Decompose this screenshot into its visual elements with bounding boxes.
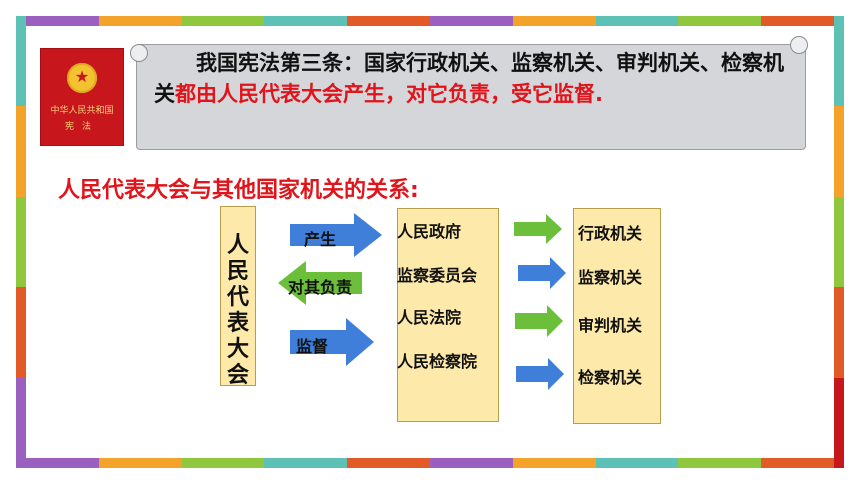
border-bottom: [16, 458, 844, 468]
arrow-government-icon: [514, 214, 562, 244]
supervise-label: 监督: [296, 337, 329, 356]
organ-people-procuratorate: 人民检察院: [397, 352, 478, 371]
border-top: [16, 16, 844, 26]
scroll-banner-icon: [136, 44, 806, 150]
produce-arrow-icon: [290, 213, 382, 257]
organ-supervisory-commission: 监察委员会: [397, 266, 478, 285]
organ-people-government: 人民政府: [397, 222, 462, 241]
constitution-book-image: ★ 中华人民共和国 宪法: [40, 48, 124, 146]
responsible-arrow-icon: [278, 261, 362, 305]
agency-administrative: 行政机关: [578, 224, 643, 243]
npc-label: 人民代表大会: [226, 233, 249, 388]
quote-highlight-text: 都由人民代表大会产生，对它负责，受它监督.: [175, 82, 603, 106]
agency-supervisory: 监察机关: [578, 268, 643, 287]
book-subtitle: 宪法: [64, 122, 99, 132]
arrow-supervisory-icon: [518, 257, 566, 289]
npc-box: 人民代表大会: [220, 206, 256, 388]
border-right: [834, 16, 844, 469]
quote-normal-text: 我国宪法第三条：国家行政机关、监察机关、审判机关、检察机关: [154, 51, 784, 106]
border-left: [16, 16, 26, 469]
constitution-quote: 我国宪法第三条：国家行政机关、监察机关、审判机关、检察机关都由人民代表大会产生，…: [154, 48, 794, 110]
supervise-arrow-icon: [290, 318, 374, 366]
national-emblem-icon: ★: [67, 63, 97, 93]
section-title: 人民代表大会与其他国家机关的关系:: [58, 178, 419, 203]
state-organs-box: [397, 208, 499, 422]
book-title: 中华人民共和国: [50, 106, 114, 116]
produce-label: 产生: [304, 230, 337, 249]
scroll-banner: 我国宪法第三条：国家行政机关、监察机关、审判机关、检察机关都由人民代表大会产生，…: [130, 36, 810, 152]
arrow-court-icon: [515, 305, 563, 337]
organ-people-court: 人民法院: [397, 308, 462, 327]
agency-procuratorial: 检察机关: [578, 368, 643, 387]
scroll-curl-left-icon: [130, 44, 148, 62]
agency-judicial: 审判机关: [578, 316, 643, 335]
responsible-label: 对其负责: [288, 278, 353, 297]
arrow-procuratorate-icon: [516, 358, 564, 390]
agencies-box: [573, 208, 661, 424]
scroll-curl-right-icon: [790, 36, 808, 54]
